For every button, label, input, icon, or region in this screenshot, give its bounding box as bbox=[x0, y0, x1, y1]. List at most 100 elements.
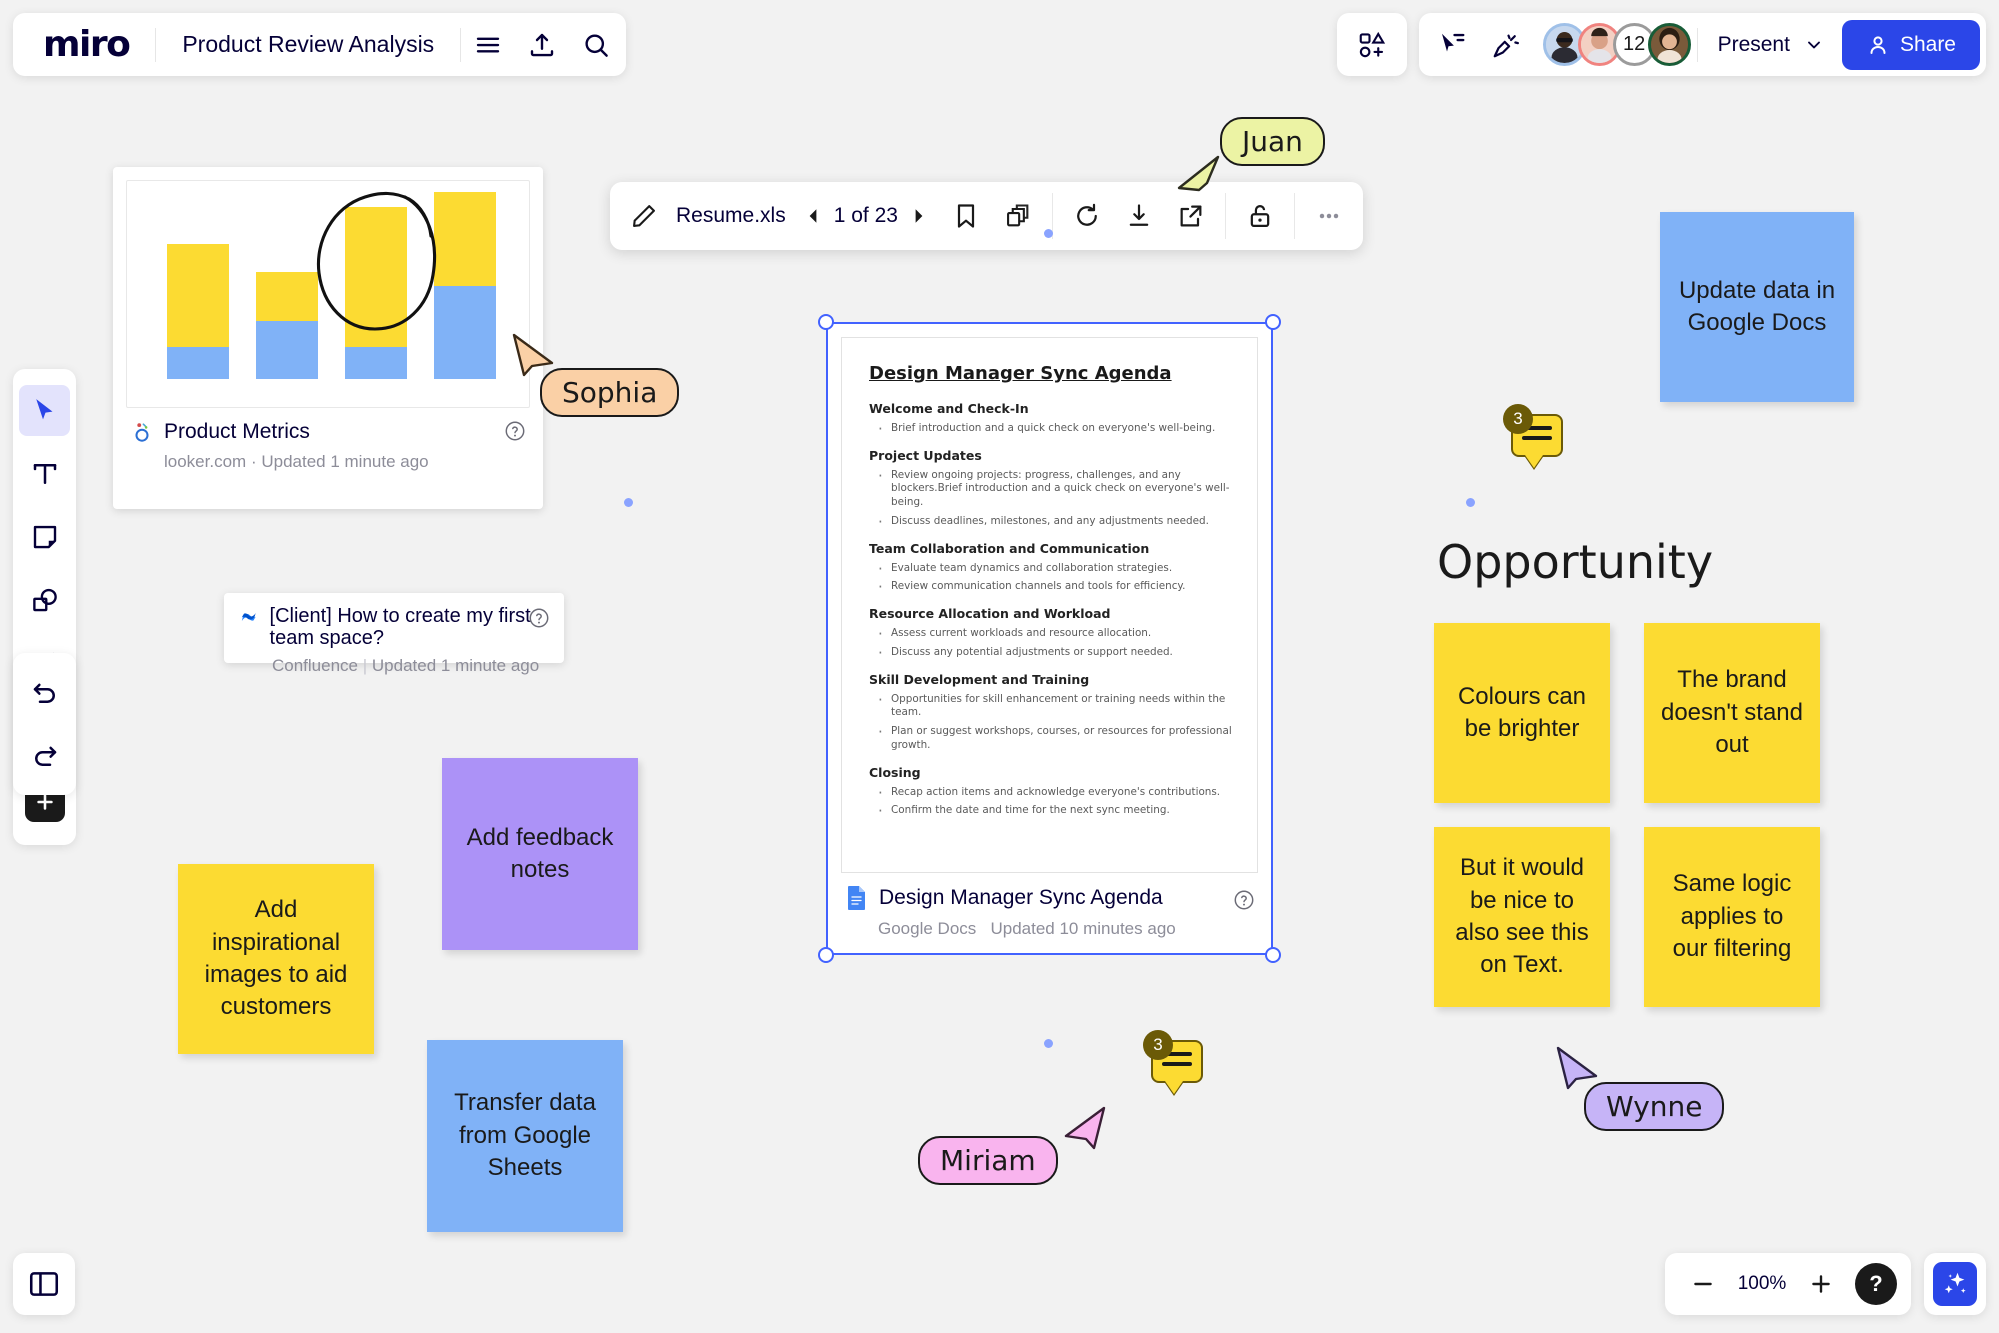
actions-section bbox=[1053, 182, 1225, 250]
help-button[interactable]: ? bbox=[1855, 1263, 1897, 1305]
cursor-share-icon bbox=[1441, 33, 1465, 51]
comment-line bbox=[1522, 436, 1552, 440]
reactions-button[interactable] bbox=[1479, 18, 1533, 72]
select-tool[interactable] bbox=[19, 385, 70, 436]
avatar[interactable] bbox=[1577, 23, 1621, 66]
sticky-note-colours-brighter[interactable]: Colours can be brighter bbox=[1434, 623, 1610, 803]
divider bbox=[155, 27, 157, 62]
selection-dot-top[interactable] bbox=[1044, 229, 1053, 238]
external-link-icon bbox=[1180, 205, 1202, 227]
search-button[interactable] bbox=[569, 18, 623, 72]
doc-section: Welcome and Check-InBrief introduction a… bbox=[869, 401, 1233, 439]
cursor-label-wynne: Wynne bbox=[1584, 1082, 1725, 1131]
sticky-note-icon bbox=[33, 525, 56, 548]
comment-count-badge: 3 bbox=[1143, 1030, 1173, 1060]
product-metrics-card[interactable]: Product Metrics looker.com · Updated 1 m… bbox=[113, 167, 543, 509]
resize-handle-top-left[interactable] bbox=[818, 314, 834, 330]
selection-dot-bottom[interactable] bbox=[1044, 1039, 1053, 1048]
sticky-note-brand-stand-out[interactable]: The brand doesn't stand out bbox=[1644, 623, 1820, 803]
shapes-tool[interactable] bbox=[19, 574, 70, 625]
zoom-level[interactable]: 100% bbox=[1737, 1273, 1787, 1294]
doc-sections: Welcome and Check-InBrief introduction a… bbox=[869, 401, 1233, 822]
opportunity-heading[interactable]: Opportunity bbox=[1437, 535, 1714, 589]
confluence-help-button[interactable] bbox=[528, 607, 550, 629]
next-page-button[interactable] bbox=[904, 198, 934, 234]
doc-card-footer: Design Manager Sync Agenda Google Docs U… bbox=[828, 873, 1271, 953]
ai-assistant-button[interactable] bbox=[1924, 1253, 1986, 1315]
help-circle-icon bbox=[505, 421, 525, 441]
reactions-icon bbox=[1493, 34, 1519, 57]
design-agenda-doc-card[interactable]: Design Manager Sync Agenda Welcome and C… bbox=[828, 324, 1271, 953]
undo-icon bbox=[33, 683, 55, 703]
cursor-share-button[interactable] bbox=[1425, 18, 1479, 72]
present-button[interactable]: Present bbox=[1698, 21, 1842, 69]
more-options-button[interactable] bbox=[1303, 190, 1355, 242]
metrics-help-button[interactable] bbox=[504, 420, 526, 442]
google-docs-icon bbox=[848, 886, 865, 910]
previous-page-button[interactable] bbox=[798, 198, 828, 234]
lock-button[interactable] bbox=[1234, 190, 1286, 242]
sticky-note-same-logic[interactable]: Same logic applies to our filtering bbox=[1644, 827, 1820, 1007]
cursor-pointer-icon bbox=[1556, 1046, 1598, 1090]
share-button[interactable]: Share bbox=[1841, 19, 1980, 70]
present-dropdown-button[interactable] bbox=[1790, 35, 1838, 55]
doc-footer-subtitle: Google Docs Updated 10 minutes ago bbox=[846, 919, 1253, 939]
toggle-side-panel-button[interactable] bbox=[13, 1253, 75, 1315]
caret-right-icon bbox=[915, 209, 923, 223]
share-label: Share bbox=[1899, 32, 1956, 56]
plus-icon bbox=[36, 793, 53, 810]
apps-group bbox=[1336, 13, 1407, 76]
doc-heading: Design Manager Sync Agenda bbox=[869, 363, 1172, 384]
apps-button[interactable] bbox=[1345, 18, 1399, 72]
sticky-note-transfer-data[interactable]: Transfer data from Google Sheets bbox=[427, 1040, 623, 1232]
bar-2 bbox=[256, 272, 318, 379]
zoom-in-button[interactable] bbox=[1797, 1260, 1845, 1308]
sticky-note-add-feedback[interactable]: Add feedback notes bbox=[442, 758, 638, 950]
sparkles-icon bbox=[1944, 1272, 1966, 1294]
confluence-card[interactable]: [Client] How to create my first team spa… bbox=[224, 593, 564, 675]
sticky-note-tool[interactable] bbox=[19, 511, 70, 562]
collaborator-avatars[interactable]: 12 bbox=[1533, 23, 1697, 66]
download-icon bbox=[1129, 204, 1149, 226]
download-button[interactable] bbox=[1113, 190, 1165, 242]
resize-handle-bottom-left[interactable] bbox=[818, 947, 834, 963]
text-tool[interactable] bbox=[19, 448, 70, 499]
doc-help-button[interactable] bbox=[1233, 889, 1255, 911]
doc-bullet: Review ongoing projects: progress, chall… bbox=[869, 467, 1233, 510]
redo-button[interactable] bbox=[19, 730, 70, 781]
selection-dot-left[interactable] bbox=[624, 498, 633, 507]
selection-dot-right[interactable] bbox=[1466, 498, 1475, 507]
sticky-note-nice-on-text[interactable]: But it would be nice to also see this on… bbox=[1434, 827, 1610, 1007]
undo-button[interactable] bbox=[19, 667, 70, 718]
resize-handle-top-right[interactable] bbox=[1265, 314, 1281, 330]
sticky-note-update-google-docs[interactable]: Update data in Google Docs bbox=[1660, 212, 1854, 402]
doc-section-heading: Team Collaboration and Communication bbox=[869, 540, 1150, 556]
avatar[interactable] bbox=[1647, 23, 1691, 66]
miro-logo[interactable]: miro bbox=[43, 23, 131, 65]
edit-button[interactable] bbox=[618, 190, 670, 242]
zoom-controls: 100% ? bbox=[1665, 1253, 1911, 1315]
help-circle-icon bbox=[1234, 890, 1254, 910]
open-external-button[interactable] bbox=[1165, 190, 1217, 242]
resize-handle-bottom-right[interactable] bbox=[1265, 947, 1281, 963]
design-agenda-doc-selection[interactable]: Design Manager Sync Agenda Welcome and C… bbox=[624, 229, 1475, 1048]
refresh-button[interactable] bbox=[1061, 190, 1113, 242]
sticky-note-add-inspirational[interactable]: Add inspirational images to aid customer… bbox=[178, 864, 374, 1054]
hamburger-menu-button[interactable] bbox=[461, 18, 515, 72]
collab-group: 12 Present bbox=[1418, 13, 1986, 76]
copy-button[interactable] bbox=[992, 190, 1044, 242]
comment-pin-center[interactable]: 3 bbox=[1143, 1030, 1203, 1094]
zoom-out-button[interactable] bbox=[1679, 1260, 1727, 1308]
shapes-icon bbox=[32, 588, 57, 611]
doc-bullet: Plan or suggest workshops, courses, or r… bbox=[869, 723, 1233, 752]
document-filename[interactable]: Resume.xls bbox=[676, 204, 786, 227]
board-title[interactable]: Product Review Analysis bbox=[182, 31, 435, 57]
bookmark-button[interactable] bbox=[940, 190, 992, 242]
metrics-chart bbox=[126, 180, 530, 408]
upload-button[interactable] bbox=[515, 18, 569, 72]
doc-footer-source: Google Docs bbox=[878, 919, 977, 938]
comment-pin-opportunity[interactable]: 3 bbox=[1503, 404, 1563, 468]
apps-icon bbox=[1359, 31, 1385, 57]
doc-bullet: Review communication channels and tools … bbox=[869, 578, 1233, 597]
